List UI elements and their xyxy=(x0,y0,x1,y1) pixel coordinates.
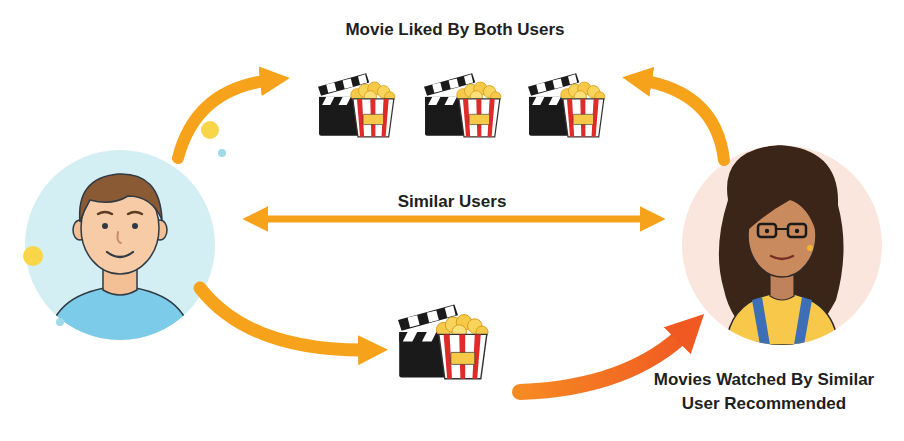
title-label: Movie Liked By Both Users xyxy=(300,18,610,42)
art-shape xyxy=(56,318,64,326)
art-shape xyxy=(398,304,488,378)
art-shape xyxy=(788,224,806,237)
art-shape xyxy=(178,80,272,158)
art-shape xyxy=(23,246,43,266)
art-shape xyxy=(795,229,799,233)
art-shape xyxy=(318,73,395,137)
flow-arrows xyxy=(178,80,724,392)
art-shape xyxy=(682,145,882,345)
art-shape xyxy=(758,224,776,237)
art-shape xyxy=(424,73,501,137)
art-shape xyxy=(218,149,226,157)
art-shape xyxy=(752,297,770,345)
art-shape xyxy=(117,232,121,243)
art-shape xyxy=(765,229,769,233)
art-shape xyxy=(98,212,112,214)
art-shape xyxy=(107,252,133,257)
art-shape xyxy=(776,228,788,230)
caption-label: Movies Watched By Similar User Recommend… xyxy=(646,368,882,416)
art-shape xyxy=(719,145,844,345)
movie-icons xyxy=(318,73,605,379)
art-shape xyxy=(201,121,219,139)
art-shape xyxy=(132,223,138,229)
art-shape xyxy=(80,174,162,222)
art-shape xyxy=(807,245,813,251)
user-avatar-left xyxy=(23,121,226,345)
art-shape xyxy=(640,80,724,160)
art-shape xyxy=(200,288,370,350)
art-shape xyxy=(771,256,793,259)
art-shape xyxy=(528,73,605,137)
art-shape xyxy=(102,223,108,229)
art-shape xyxy=(258,216,650,223)
art-shape xyxy=(794,297,812,345)
art-shape xyxy=(48,266,192,345)
edge-label: Similar Users xyxy=(352,190,552,214)
art-shape xyxy=(128,212,142,214)
art-shape xyxy=(719,145,844,345)
user-avatar-right xyxy=(682,145,882,345)
